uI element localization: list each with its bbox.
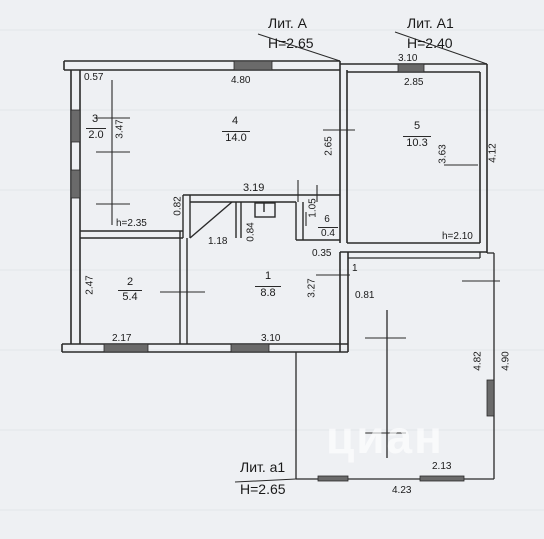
dim-490: 4.90	[500, 351, 512, 371]
interior-walls	[80, 194, 340, 344]
block-lit-a-height: H=2.65	[268, 35, 314, 51]
room-6-number: 6	[324, 214, 330, 225]
dim-310-top: 3.10	[398, 53, 418, 64]
room-2-number: 2	[126, 276, 134, 288]
dim-h210: h=2.10	[442, 231, 473, 242]
windows	[70, 60, 495, 482]
room-5-number: 5	[413, 120, 421, 132]
dim-h235: h=2.35	[116, 218, 147, 229]
block-lit-a1-height: H=2.40	[407, 35, 453, 51]
dim-327: 3.27	[306, 278, 318, 298]
room-1-number: 1	[264, 270, 272, 282]
room-6-area: 0.4	[318, 227, 338, 239]
room-3-number: 3	[91, 113, 99, 125]
room-3-area: 2.0	[86, 128, 106, 141]
dim-412: 4.12	[487, 143, 499, 163]
dim-310-bottom: 3.10	[261, 333, 281, 344]
block-lit-a-small-label: Лит. а1	[240, 459, 286, 475]
dim-265: 2.65	[323, 136, 335, 156]
dim-213: 2.13	[432, 461, 452, 472]
header-lines	[234, 31, 488, 483]
dim-118: 1.18	[208, 236, 228, 247]
dim-1: 1	[352, 263, 358, 274]
dim-423: 4.23	[392, 485, 412, 496]
block-lit-a-label: Лит. А	[268, 15, 307, 31]
room-2-area: 5.4	[118, 290, 142, 303]
watermark-text: циан	[326, 411, 444, 463]
dim-057: 0.57	[84, 72, 104, 83]
block-lit-a1-label: Лит. А1	[407, 15, 454, 31]
dimension-ticks	[96, 80, 500, 434]
dim-081: 0.81	[355, 290, 375, 301]
dim-363: 3.63	[437, 144, 449, 164]
background-grid	[0, 29, 544, 511]
block-lit-a-small-height: H=2.65	[240, 481, 286, 497]
dim-217: 2.17	[112, 333, 132, 344]
dim-347: 3.47	[114, 119, 126, 139]
room-4-area: 14.0	[222, 131, 250, 144]
dim-082: 0.82	[172, 196, 184, 216]
room-4-number: 4	[231, 115, 239, 127]
dim-247: 2.47	[84, 275, 96, 295]
dim-084: 0.84	[245, 222, 257, 242]
dim-035: 0.35	[312, 248, 332, 259]
dim-319: 3.19	[243, 182, 265, 194]
dim-480: 4.80	[231, 75, 251, 86]
dim-105: 1.05	[307, 198, 319, 218]
dim-482: 4.82	[472, 351, 484, 371]
room-5-area: 10.3	[403, 136, 431, 149]
dim-285: 2.85	[404, 77, 424, 88]
room-1-area: 8.8	[255, 286, 281, 299]
